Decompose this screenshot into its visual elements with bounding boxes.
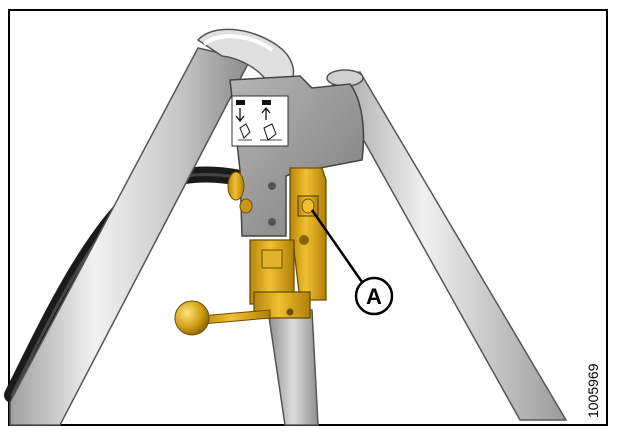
instruction-decal <box>231 95 289 147</box>
lever-knob <box>174 300 210 336</box>
rear-fitting <box>227 171 245 201</box>
figure-number: 1005969 <box>585 363 601 418</box>
callout-label: A <box>366 284 382 309</box>
leader-line <box>310 209 364 283</box>
top-hub-cap <box>196 28 295 87</box>
tripod-illustration <box>4 28 568 426</box>
callout-a: A <box>354 276 394 316</box>
